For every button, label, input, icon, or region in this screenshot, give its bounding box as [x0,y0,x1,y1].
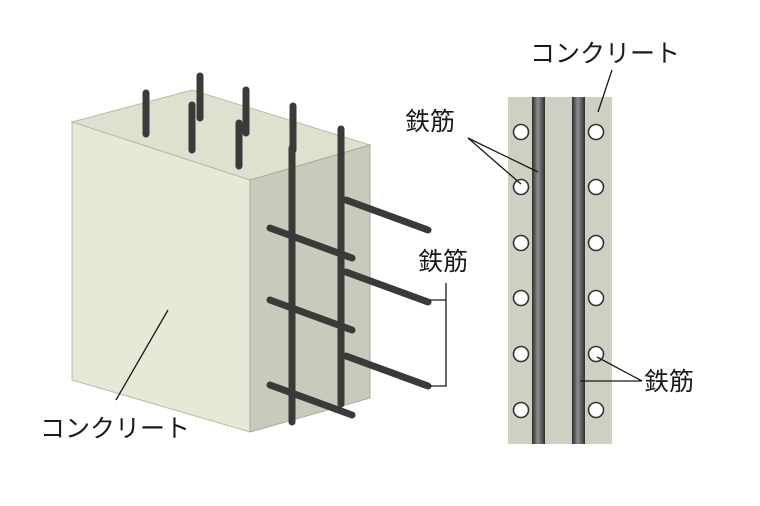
section-rebar-left [532,97,545,444]
rebar-section-right-leader-lines [580,356,643,382]
side-rebar-outward [342,352,432,390]
section-rebar-right [572,97,585,444]
rebar-section-label-top: 鉄筋 [405,107,455,136]
concrete-section [508,97,612,444]
concrete-section-leader-line [597,69,613,113]
concrete-block [70,89,372,433]
side-rebar-outward [342,196,432,234]
side-rebar-outward [342,268,432,306]
concrete-section-label: コンクリート [530,39,680,68]
top-rebars [142,72,297,170]
concrete-block-label: コンクリート [40,414,190,443]
rebar-label-mid: 鉄筋 [418,247,468,276]
concrete-block-leader-line [115,309,169,401]
concrete-block-side-face [249,144,371,433]
rebar-section-label-right: 鉄筋 [644,367,694,396]
section-body [508,97,612,444]
side-rebar-horizontal [266,381,356,419]
section-crossbar-column-left [512,123,530,419]
rebar-section-top-leader-lines [467,137,539,185]
side-rebar-grid [266,125,432,426]
rebar-mid-leader-lines [430,283,447,387]
